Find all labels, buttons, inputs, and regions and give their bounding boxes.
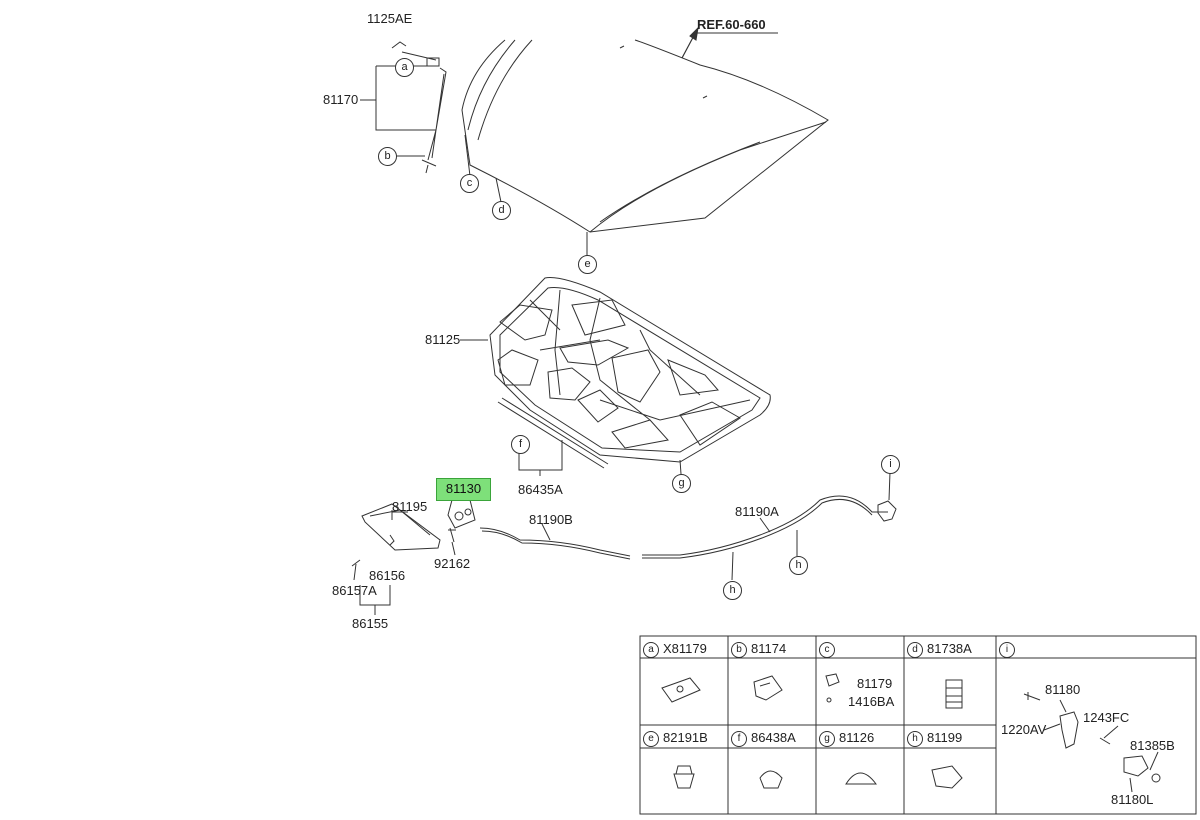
part-label-81195[interactable]: 81195 [392,499,428,514]
highlighted-part-81130[interactable]: 81130 [436,478,491,501]
release-cable [479,471,897,581]
legend-cell-e[interactable]: e 82191B [643,730,708,747]
legend-i-part-4[interactable]: 81385B [1130,738,1175,753]
part-label-92162[interactable]: 92162 [434,556,471,571]
legend-part-d: 81738A [927,641,972,656]
legend-cell-d[interactable]: d 81738A [907,641,972,658]
weatherstrip [497,397,609,469]
callout-f[interactable]: f [511,435,530,454]
legend-part-f: 86438A [751,730,796,745]
part-label-81125[interactable]: 81125 [425,332,461,347]
legend-part-e: 82191B [663,730,708,745]
legend-i-part-3[interactable]: 1243FC [1083,710,1130,725]
part-label-86435A[interactable]: 86435A [518,482,563,497]
callout-b[interactable]: b [378,147,397,166]
legend-i-part-1[interactable]: 81180 [1045,682,1081,697]
legend-part-h: 81199 [927,730,963,745]
legend-key-c: c [819,641,835,658]
callout-h-2[interactable]: h [789,556,808,575]
legend-cell-g[interactable]: g 81126 [819,730,874,747]
legend-cell-f[interactable]: f 86438A [731,730,796,747]
legend-key-g: g [819,730,835,747]
part-label-81190B[interactable]: 81190B [529,512,573,527]
legend-part-g: 81126 [839,730,875,745]
hood-panel [461,26,829,233]
legend-cell-c[interactable]: c [819,641,839,658]
part-label-86156[interactable]: 86156 [369,568,406,583]
legend-part-a: X81179 [663,641,707,656]
callout-a[interactable]: a [395,58,414,77]
callout-g[interactable]: g [672,474,691,493]
hood-lift-strut [360,41,447,174]
legend-icons [661,673,1161,793]
legend-key-e: e [643,730,659,747]
legend-c-part-2[interactable]: 1416BA [848,694,895,709]
callout-h-1[interactable]: h [723,581,742,600]
legend-key-h: h [907,730,923,747]
legend-key-b: b [731,641,747,658]
hood-insulator [489,277,771,463]
legend-i-part-5[interactable]: 81180L [1111,792,1154,807]
legend-cell-i[interactable]: i [999,641,1019,658]
part-label-86157A[interactable]: 86157A [332,583,377,598]
callout-d[interactable]: d [492,201,511,220]
ref-label[interactable]: REF.60-660 [697,17,766,32]
legend-part-b: 81174 [751,641,787,656]
legend-cell-a[interactable]: a X81179 [643,641,707,658]
callout-i[interactable]: i [881,455,900,474]
legend-cell-b[interactable]: b 81174 [731,641,786,658]
legend-i-part-2[interactable]: 1220AV [1001,722,1047,737]
part-label-81170[interactable]: 81170 [323,92,359,107]
legend-table [639,635,1197,815]
legend-cell-h[interactable]: h 81199 [907,730,962,747]
legend-c-part-1[interactable]: 81179 [857,676,893,691]
callout-e[interactable]: e [578,255,597,274]
callout-c[interactable]: c [460,174,479,193]
legend-key-a: a [643,641,659,658]
part-label-81190A[interactable]: 81190A [735,504,779,519]
legend-key-d: d [907,641,923,658]
part-label-1125AE[interactable]: 1125AE [367,11,413,26]
legend-key-i: i [999,641,1015,658]
part-label-86155[interactable]: 86155 [352,616,389,631]
legend-key-f: f [731,730,747,747]
